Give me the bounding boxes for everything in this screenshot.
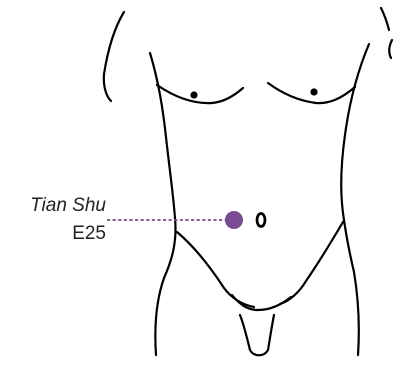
left-torso-outline: [150, 53, 176, 355]
left-arm-outline: [104, 12, 124, 101]
right-shoulder-outline: [389, 40, 392, 58]
left-hip-outline: [177, 232, 254, 307]
right-torso-outline: [341, 44, 369, 355]
navel: [257, 214, 265, 227]
acupoint-dot-icon: [225, 211, 243, 229]
left-chest-outline: [157, 85, 243, 103]
right-hip-outline: [280, 222, 343, 304]
left-nipple: [190, 91, 197, 98]
right-nipple: [310, 88, 317, 95]
groin-outline: [232, 295, 291, 310]
acupoint-code: E25: [72, 224, 106, 243]
acupoint-name: Tian Shu: [30, 196, 106, 215]
genital-outline: [240, 315, 274, 355]
right-arm-outline: [381, 8, 389, 30]
